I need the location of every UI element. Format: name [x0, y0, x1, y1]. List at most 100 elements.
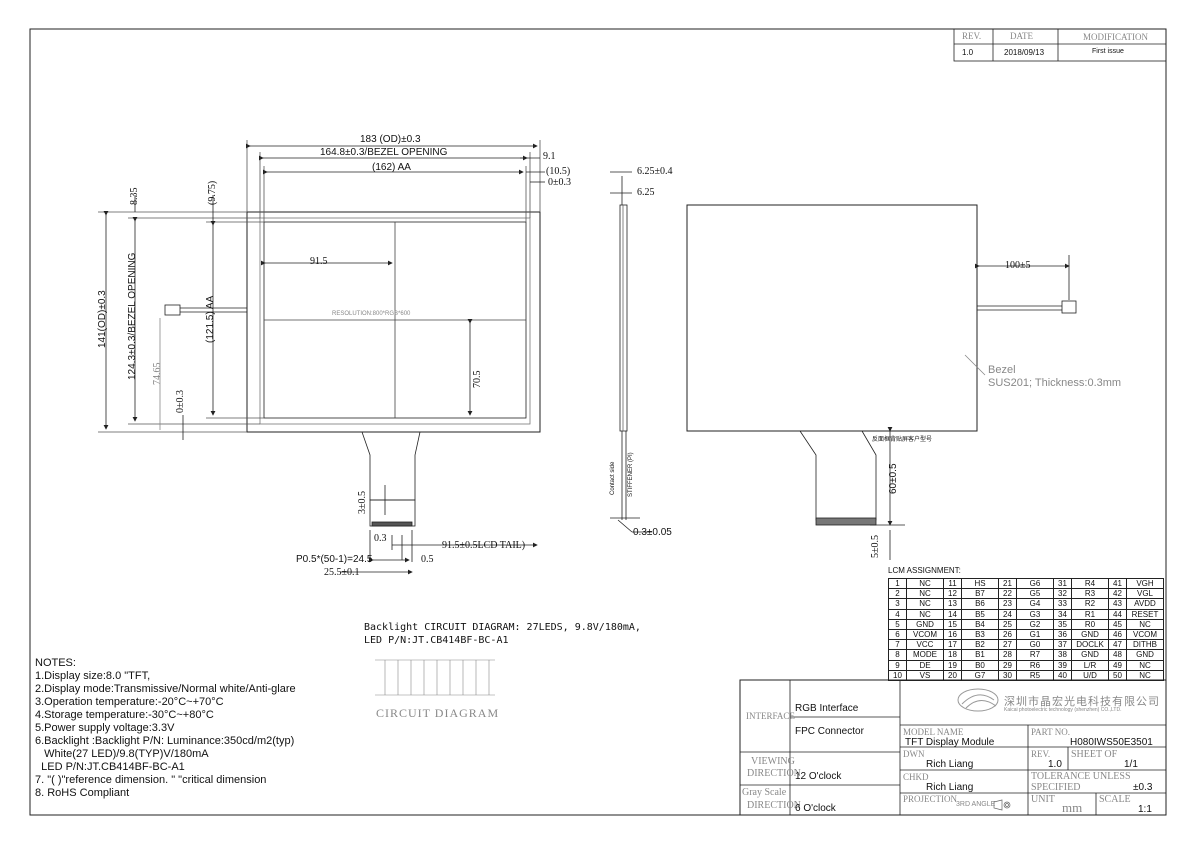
- lcm-pin-signal: NC: [906, 577, 944, 590]
- lcm-pin-signal: B6: [961, 598, 999, 610]
- lcm-pin-signal: NC: [1126, 669, 1164, 681]
- rev-label: REV.: [1031, 749, 1051, 759]
- lcm-pin-number: 20: [943, 669, 962, 681]
- lcm-pin-number: 26: [998, 628, 1017, 641]
- lcm-pin-signal: R4: [1071, 577, 1109, 590]
- sheet-label: SHEET OF: [1071, 749, 1118, 760]
- lcm-pin-number: 11: [943, 577, 962, 590]
- contact-side-label: Contact side: [610, 461, 616, 495]
- part-no-label: PART NO.: [1031, 727, 1070, 737]
- interface-label: INTERFACE: [746, 711, 795, 721]
- note-item: 3.Operation temperature:-20°C~+70°C: [35, 696, 224, 708]
- lcm-pin-signal: B5: [961, 608, 999, 620]
- lcm-pin-number: 48: [1108, 649, 1127, 661]
- tolerance-label-2: SPECIFIED: [1031, 782, 1081, 793]
- tolerance-value: ±0.3: [1133, 782, 1153, 793]
- note-item: 8. RoHS Compliant: [35, 787, 130, 799]
- dim-0-5: 0.5: [421, 554, 434, 565]
- lcm-pin-number: 5: [888, 618, 907, 630]
- back-note: 反面框背贴屏客户型号: [872, 437, 933, 443]
- lcm-pin-signal: HS: [961, 577, 999, 590]
- modification-value: First issue: [1092, 48, 1124, 55]
- lcm-pin-signal: R2: [1071, 598, 1109, 610]
- lcm-pin-signal: DE: [906, 659, 944, 671]
- lcm-pin-number: 30: [998, 669, 1017, 681]
- bezel-material: SUS201; Thickness:0.3mm: [988, 377, 1122, 389]
- interface-value-1: RGB Interface: [795, 703, 859, 714]
- lcm-pin-signal: R5: [1016, 669, 1054, 681]
- backlight-line-2: LED P/N:JT.CB414BF-BC-A1: [364, 635, 509, 646]
- dim-9-75: (9.75): [207, 180, 218, 205]
- dim-od-height: 141(OD)±0.3: [97, 290, 108, 348]
- dim-60-0-5: 60±0.5: [888, 463, 899, 494]
- modification-header: MODIFICATION: [1083, 32, 1148, 42]
- note-item: 1.Display size:8.0 "TFT,: [35, 670, 151, 682]
- lcm-pin-signal: VCC: [906, 639, 944, 651]
- lcm-pin-signal: NC: [906, 608, 944, 620]
- dim-aa-height: (121.5) AA: [205, 295, 216, 343]
- lcm-pin-signal: VCOM: [906, 628, 944, 641]
- rev-number: 1.0: [1048, 759, 1062, 770]
- lcm-pin-number: 46: [1108, 628, 1127, 641]
- lcm-pin-number: 13: [943, 598, 962, 610]
- gray-scale-value: 6 O'clock: [795, 803, 836, 814]
- interface-value-2: FPC Connector: [795, 726, 864, 737]
- gray-scale-label-2: DIRECTION: [747, 800, 801, 811]
- lcm-pin-number: 31: [1053, 577, 1072, 590]
- lcm-pin-signal: R0: [1071, 618, 1109, 630]
- lcm-pin-signal: DITHB: [1126, 639, 1164, 651]
- lcm-pin-signal: VGL: [1126, 588, 1164, 600]
- projection-symbol: [993, 799, 1011, 811]
- dwn-label: DWN: [903, 749, 925, 759]
- company-name-en: Kaicai photoelectric technology (shenzhe…: [1004, 707, 1122, 713]
- lcm-pin-signal: DOCLK: [1071, 639, 1109, 651]
- lcm-pin-signal: GND: [1071, 628, 1109, 641]
- lcm-pin-number: 45: [1108, 618, 1127, 630]
- lcm-pin-number: 2: [888, 588, 907, 600]
- viewing-label-1: VIEWING: [751, 756, 795, 767]
- model-name-label: MODEL NAME: [903, 727, 964, 737]
- note-item: 7. "( )"reference dimension. " "critical…: [35, 774, 267, 786]
- tolerance-label-1: TOLERANCE UNLESS: [1031, 771, 1131, 782]
- dim-0-3: 0.3: [374, 533, 387, 544]
- lcm-pin-number: 1: [888, 577, 907, 590]
- scale-value: 1:1: [1138, 804, 1152, 815]
- lcm-pin-signal: G5: [1016, 588, 1054, 600]
- unit-label: UNIT: [1031, 794, 1055, 805]
- lcm-pin-number: 3: [888, 598, 907, 610]
- lcm-pin-number: 47: [1108, 639, 1127, 651]
- lcm-pin-number: 35: [1053, 618, 1072, 630]
- lcm-pin-number: 22: [998, 588, 1017, 600]
- gray-scale-label-1: Gray Scale: [742, 787, 787, 798]
- dim-tail: 91.5±0.5LCD TAIL): [442, 540, 526, 551]
- notes-block: NOTES: 1.Display size:8.0 "TFT, 2.Displa…: [35, 657, 296, 800]
- lcm-pin-signal: G1: [1016, 628, 1054, 641]
- lcm-pin-number: 33: [1053, 598, 1072, 610]
- lcm-pin-signal: VCOM: [1126, 628, 1164, 641]
- lcm-pin-signal: R6: [1016, 659, 1054, 671]
- model-name: TFT Display Module: [905, 737, 995, 748]
- dim-od-width: 183 (OD)±0.3: [360, 134, 421, 145]
- lcm-pin-signal: G4: [1016, 598, 1054, 610]
- projection-label: PROJECTION: [903, 794, 958, 804]
- lcm-pin-number: 9: [888, 659, 907, 671]
- dim-bezel-width: 164.8±0.3/BEZEL OPENING: [320, 147, 448, 158]
- circuit-diagram-caption: CIRCUIT DIAGRAM: [376, 706, 500, 720]
- lcm-pin-number: 44: [1108, 608, 1127, 620]
- lcm-pin-number: 38: [1053, 649, 1072, 661]
- chkd-value: Rich Liang: [926, 782, 974, 793]
- note-item: 5.Power supply voltage:3.3V: [35, 722, 175, 734]
- lcm-pin-number: 43: [1108, 598, 1127, 610]
- lcm-pin-number: 15: [943, 618, 962, 630]
- lcm-pin-signal: B2: [961, 639, 999, 651]
- dim-0-3-0-05: 0.3±0.05: [633, 527, 672, 538]
- lcm-pin-number: 29: [998, 659, 1017, 671]
- dim-0-3-left: 0±0.3: [175, 390, 186, 413]
